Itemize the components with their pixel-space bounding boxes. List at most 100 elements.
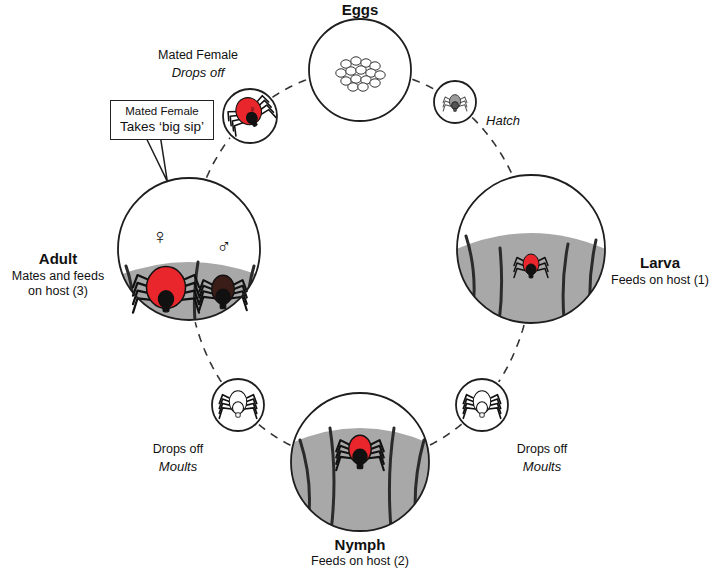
callout-text: Takes ‘big sip’	[120, 119, 204, 135]
tick-leg	[260, 108, 276, 122]
cycle-connector	[207, 138, 231, 178]
tick-body	[449, 95, 460, 109]
tick-scutum	[452, 102, 459, 110]
tick-scutum	[216, 289, 230, 304]
egg	[358, 83, 368, 91]
egg	[351, 57, 361, 65]
stage-title: Larva	[620, 254, 700, 272]
male-symbol: ♂	[217, 236, 232, 256]
tick-leg	[245, 408, 257, 418]
stage-circle: NymphFeeds on host (2)	[290, 392, 430, 532]
circle-outline	[223, 89, 277, 143]
tick-figure	[199, 275, 247, 310]
circle-outline	[455, 378, 509, 432]
stage-circle: Drops offMoults	[455, 378, 509, 432]
host-skin	[450, 233, 612, 330]
stage-circle: Mated FemaleDrops off	[222, 88, 278, 144]
cycle-connector	[258, 424, 290, 445]
circle-outline	[309, 19, 411, 121]
tick-figure	[443, 95, 467, 112]
egg	[370, 79, 380, 87]
tick-figure	[514, 254, 548, 278]
tick-leg	[368, 457, 383, 470]
step-label: Drops off	[138, 442, 218, 457]
tick-body	[231, 93, 265, 128]
circle-outline	[308, 18, 412, 122]
tick-figure	[219, 391, 256, 419]
circle-outline	[291, 393, 429, 531]
tick-leg	[514, 269, 525, 278]
callout-pointer	[147, 139, 168, 181]
circle-outline	[211, 378, 265, 432]
tick-leg	[199, 297, 214, 310]
stage-title: Nymph	[320, 536, 400, 554]
stage-note: Feeds on host (1)	[601, 273, 719, 288]
tick-mouthparts	[252, 121, 258, 127]
egg	[356, 66, 366, 74]
stage-circle: Eggs	[308, 18, 412, 122]
tick-figure	[336, 435, 384, 470]
step-label: Moults	[507, 459, 577, 475]
female-symbol: ♀	[152, 226, 169, 248]
tick-mouthparts	[454, 109, 457, 112]
step-label: Mated Female	[148, 48, 248, 63]
tick-leg	[459, 105, 467, 111]
tick-mouthparts	[236, 413, 240, 417]
host-skin	[285, 428, 435, 540]
cycle-connector	[412, 79, 435, 89]
tick-mouthparts	[529, 274, 533, 278]
tick-mouthparts	[480, 413, 484, 417]
tick-figure	[463, 391, 500, 419]
circle-outline	[222, 88, 278, 144]
circle-outline	[212, 379, 264, 431]
tick-leg	[537, 269, 548, 278]
egg	[346, 67, 356, 75]
egg	[351, 75, 361, 83]
stage-circle: Hatch	[433, 80, 477, 124]
stage-circle: Drops offMoults	[211, 378, 265, 432]
tick-leg	[463, 408, 475, 418]
egg	[336, 69, 346, 77]
egg	[348, 83, 358, 91]
tick-body	[147, 267, 186, 309]
callout-box: Mated FemaleTakes ‘big sip’	[110, 100, 214, 140]
tick-scutum	[477, 402, 488, 414]
tick-leg	[181, 298, 199, 312]
tick-leg	[443, 105, 451, 111]
tick-scutum	[526, 264, 536, 275]
step-label: Drops off	[158, 65, 238, 81]
step-label: Moults	[143, 459, 213, 475]
female-symbol: ♀	[248, 104, 256, 115]
circle-outline	[457, 175, 605, 323]
step-label: Hatch	[475, 113, 531, 129]
tick-scutum	[353, 449, 367, 464]
stage-title: Adult	[18, 250, 98, 268]
circle-outline	[434, 81, 476, 123]
circle-outline	[456, 379, 508, 431]
tick-body	[523, 254, 539, 274]
tick-mouthparts	[357, 463, 363, 469]
circle-outline	[433, 80, 477, 124]
tick-figure	[133, 267, 199, 313]
tick-mouthparts	[220, 303, 226, 309]
tick-leg	[489, 408, 501, 418]
tick-leg	[336, 457, 351, 470]
tick-scutum	[233, 402, 244, 414]
circle-outline	[118, 178, 260, 320]
circle-outline	[290, 392, 430, 532]
cycle-connector	[430, 424, 462, 445]
tick-leg	[219, 408, 231, 418]
egg	[375, 71, 385, 79]
tick-leg	[133, 298, 151, 312]
cycle-connector	[499, 325, 524, 382]
callout-text: Mated Female	[120, 105, 204, 119]
circle-outline	[117, 177, 261, 321]
egg-cluster	[336, 57, 385, 91]
tick-scutum	[159, 291, 174, 308]
cycle-connector	[273, 79, 308, 97]
step-label: Drops off	[502, 442, 582, 457]
stage-circle: AdultMates and feeds on host (3)	[117, 177, 261, 321]
